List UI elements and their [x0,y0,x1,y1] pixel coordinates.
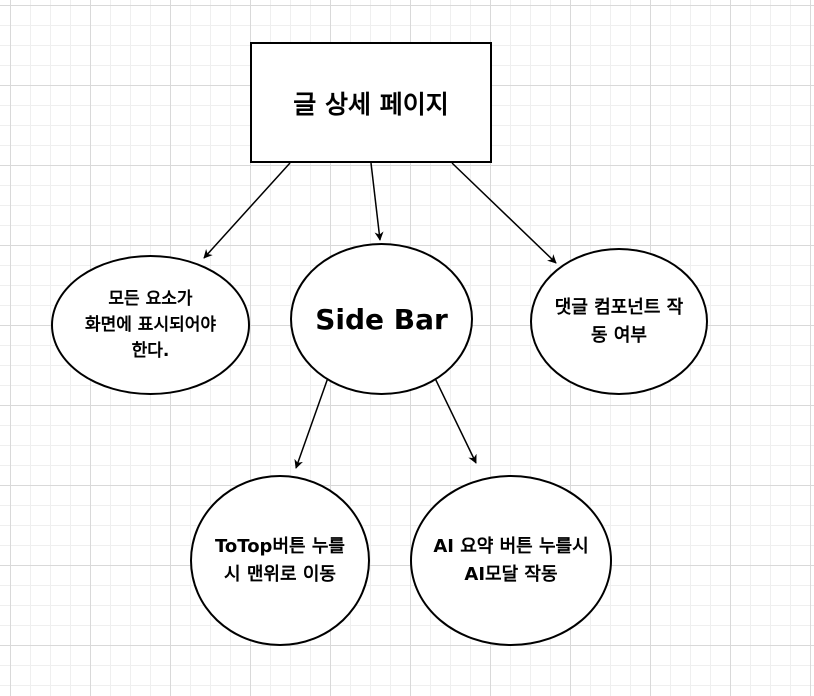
root-node-label: 글 상세 페이지 [293,89,449,119]
root-node-article-detail-page[interactable]: 글 상세 페이지 [250,42,492,163]
node-comment-component-label: 댓글 컴포넌트 작 동 여부 [554,296,684,346]
edge-sidebar-to-totop [294,371,331,469]
node-all-elements-displayed[interactable]: 모든 요소가 화면에 표시되어야 한다. [51,255,250,395]
edge-root-to-sidebar [370,162,384,241]
edge-root-to-right [451,162,557,264]
node-ai-summary-label: AI 요약 버튼 누를시 AI모달 작동 [433,535,589,585]
edge-sidebar-to-ai [431,371,477,464]
node-totop-label: ToTop버튼 누를 시 맨위로 이동 [215,535,345,585]
node-totop-button[interactable]: ToTop버튼 누를 시 맨위로 이동 [190,475,370,646]
node-comment-component[interactable]: 댓글 컴포넌트 작 동 여부 [530,248,708,395]
node-side-bar-label: Side Bar [315,302,448,336]
node-side-bar[interactable]: Side Bar [290,243,473,395]
node-all-elements-label: 모든 요소가 화면에 표시되어야 한다. [84,289,217,361]
edge-root-to-left [203,162,291,259]
node-ai-summary-button[interactable]: AI 요약 버튼 누를시 AI모달 작동 [410,475,612,646]
